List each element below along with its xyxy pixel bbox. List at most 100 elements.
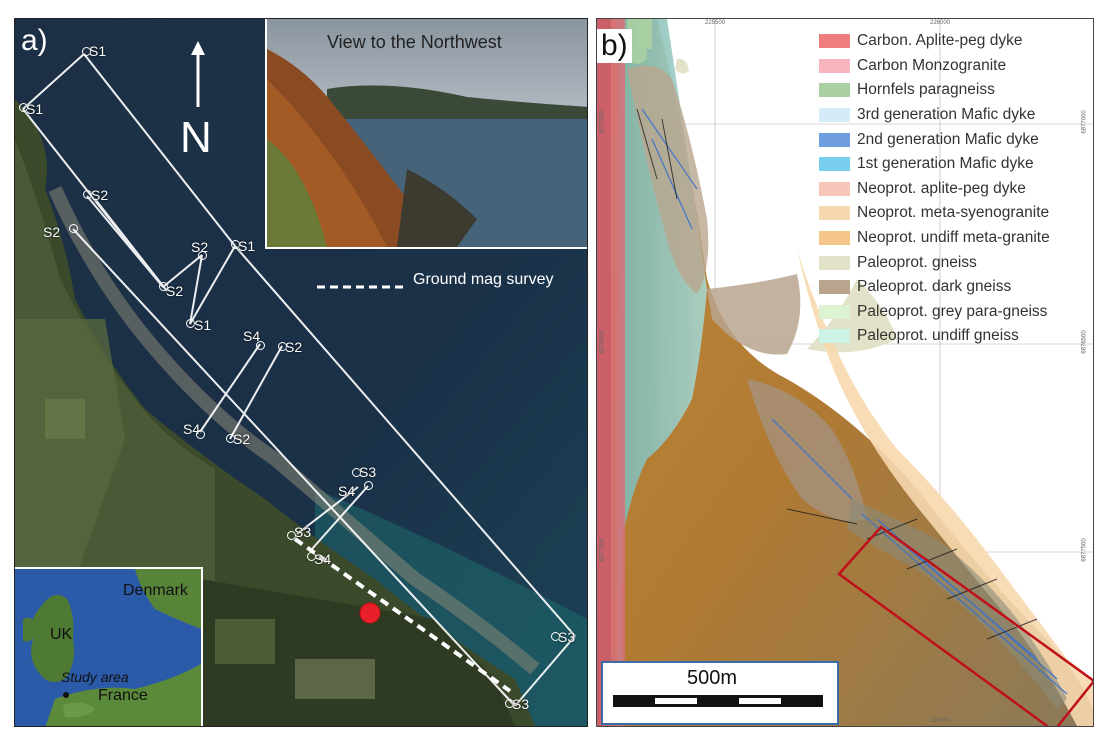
legend-item: Paleoprot. dark gneiss <box>819 275 1085 300</box>
grid-label-left-top: 6877000 <box>599 110 606 134</box>
inset-label-france: France <box>98 687 148 704</box>
panel-a-letter: a) <box>21 24 48 57</box>
legend-label: Carbon. Aplite-peg dyke <box>857 32 1023 50</box>
site-label: S4 <box>338 483 356 499</box>
scale-bar-graphic <box>613 695 823 707</box>
inset-label-uk: UK <box>50 626 73 643</box>
legend-swatch <box>819 255 850 270</box>
legend-label: 1st generation Mafic dyke <box>857 155 1034 173</box>
legend-item: 3rd generation Mafic dyke <box>819 103 1085 128</box>
site-marker <box>307 552 316 561</box>
legend-label: 3rd generation Mafic dyke <box>857 106 1036 124</box>
geology-legend: Carbon. Aplite-peg dyke Carbon Monzogran… <box>819 29 1085 349</box>
legend-item: Neoprot. aplite-peg dyke <box>819 177 1085 202</box>
legend-label: Neoprot. undiff meta-granite <box>857 229 1050 247</box>
site-label: S3 <box>294 524 312 540</box>
site-marker <box>364 481 373 490</box>
legend-label: Paleoprot. gneiss <box>857 253 977 271</box>
legend-label: Paleoprot. undiff gneiss <box>857 327 1019 345</box>
legend-label: Paleoprot. grey para-gneiss <box>857 302 1048 320</box>
site-marker <box>231 240 240 249</box>
legend-item: Carbon. Aplite-peg dyke <box>819 29 1085 54</box>
site-marker <box>19 103 28 112</box>
legend-label: Neoprot. aplite-peg dyke <box>857 179 1026 197</box>
grid-label-bottom-right: 226000 <box>930 718 951 724</box>
legend-label: Neoprot. meta-syenogranite <box>857 204 1050 222</box>
site-marker <box>82 47 91 56</box>
legend-swatch <box>819 329 850 344</box>
location-inset-map: Denmark UK Study area France <box>15 567 203 726</box>
site-marker <box>196 430 205 439</box>
grid-label-left-mid: 6876500 <box>599 330 606 354</box>
legend-swatch <box>819 83 850 98</box>
legend-swatch <box>819 206 850 221</box>
grid-label-top-left: 225500 <box>705 20 726 26</box>
site-marker <box>198 251 207 260</box>
site-label: S3 <box>359 464 377 480</box>
north-label: N <box>180 113 212 162</box>
site-label: S1 <box>194 317 212 333</box>
panel-b-letter: b) <box>597 29 632 63</box>
legend-item: Paleoprot. undiff gneiss <box>819 324 1085 349</box>
inset-landmass <box>23 569 201 726</box>
legend-swatch <box>819 304 850 319</box>
legend-swatch <box>819 132 850 147</box>
site-marker <box>287 531 296 540</box>
legend-label: 2nd generation Mafic dyke <box>857 130 1039 148</box>
site-marker <box>83 190 92 199</box>
legend-label: Hornfels paragneiss <box>857 81 995 99</box>
legend-label: Paleoprot. dark gneiss <box>857 278 1012 296</box>
legend-swatch <box>819 58 850 73</box>
site-label: S2 <box>233 431 251 447</box>
satellite-panel: a) View to the Northwest N Ground mag su… <box>14 18 588 727</box>
legend-swatch <box>819 157 850 172</box>
site-label: S2 <box>166 283 184 299</box>
site-label: S4 <box>243 328 261 344</box>
site-marker <box>186 319 195 328</box>
scale-label: 500m <box>687 667 738 689</box>
legend-swatch <box>819 108 850 123</box>
site-marker <box>69 224 78 233</box>
legend-item: 1st generation Mafic dyke <box>819 152 1085 177</box>
legend-item: Hornfels paragneiss <box>819 78 1085 103</box>
site-label: S4 <box>314 551 332 567</box>
grid-label-top-right: 226000 <box>930 20 951 26</box>
legend-item: Carbon Monzogranite <box>819 54 1085 79</box>
coast-photo <box>265 19 587 249</box>
site-marker <box>352 468 361 477</box>
site-marker <box>256 341 265 350</box>
site-label: S1 <box>238 238 256 254</box>
site-label: S2 <box>285 339 303 355</box>
site-label: S3 <box>558 629 576 645</box>
legend-swatch <box>819 280 850 295</box>
inset-label-study-area: Study area <box>61 669 129 685</box>
site-label: S2 <box>91 187 109 203</box>
survey-legend-label: Ground mag survey <box>413 271 554 288</box>
legend-swatch <box>819 231 850 246</box>
site-marker <box>159 282 168 291</box>
legend-item: Paleoprot. gneiss <box>819 250 1085 275</box>
site-marker <box>505 699 514 708</box>
site-marker <box>551 632 560 641</box>
legend-swatch <box>819 181 850 196</box>
site-label: S1 <box>26 101 44 117</box>
legend-item: Paleoprot. grey para-gneiss <box>819 300 1085 325</box>
site-marker <box>226 434 235 443</box>
geology-map-panel: b) 225500 226000 225500 226000 6877000 6… <box>596 18 1094 727</box>
legend-label: Carbon Monzogranite <box>857 56 1007 74</box>
photo-caption: View to the Northwest <box>327 32 502 52</box>
legend-item: 2nd generation Mafic dyke <box>819 127 1085 152</box>
grid-label-right-bot: 6877500 <box>1081 538 1088 562</box>
legend-item: Neoprot. meta-syenogranite <box>819 201 1085 226</box>
site-label: S3 <box>512 696 530 712</box>
coast-photo-drawing <box>267 19 587 247</box>
site-label: S1 <box>89 43 107 59</box>
scale-bar: 500m <box>601 661 839 725</box>
inset-label-denmark: Denmark <box>123 582 188 599</box>
site-label: S2 <box>43 224 61 240</box>
legend-item: Neoprot. undiff meta-granite <box>819 226 1085 251</box>
geology-map <box>597 19 1093 726</box>
grid-label-left-bot: 6877500 <box>599 538 606 562</box>
site-marker <box>278 342 287 351</box>
legend-swatch <box>819 34 850 49</box>
